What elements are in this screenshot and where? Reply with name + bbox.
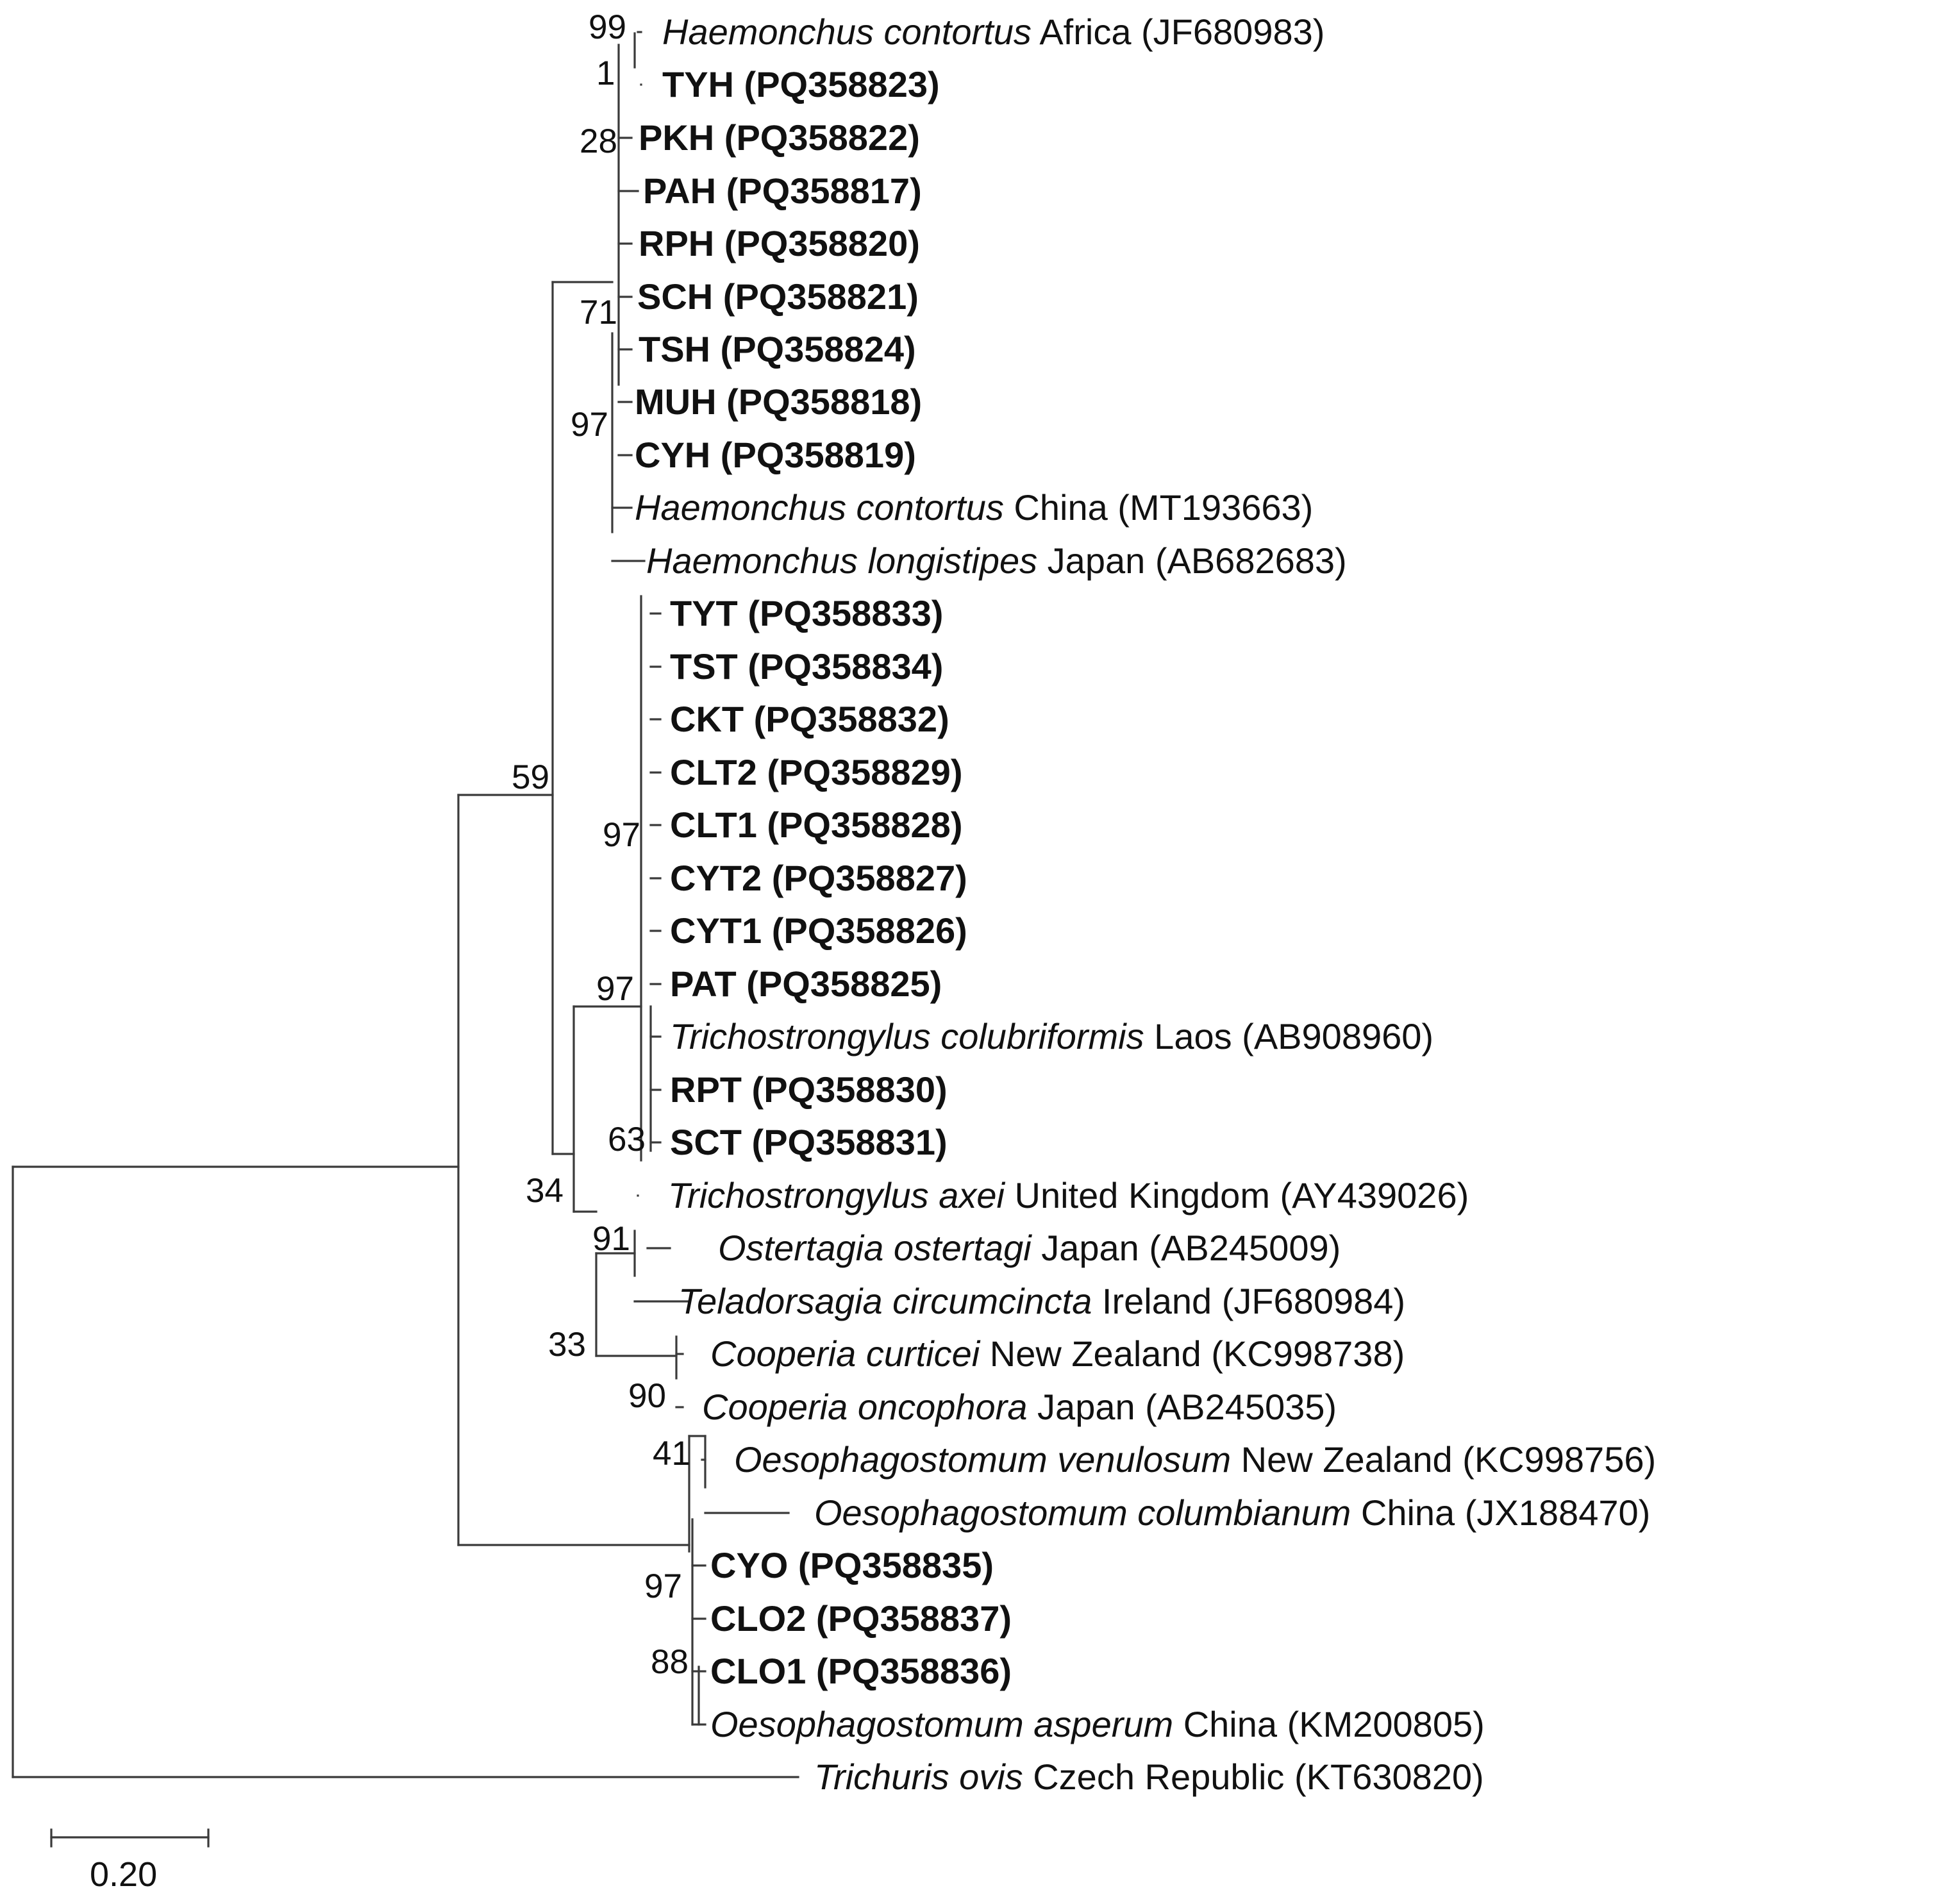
locality-accession: New Zealand (KC998756) xyxy=(1231,1439,1656,1480)
taxon-label: TST (PQ358834) xyxy=(670,646,943,687)
locality-accession: Czech Republic (KT630820) xyxy=(1023,1757,1484,1797)
species-name: Teladorsagia circumcincta xyxy=(678,1281,1092,1321)
taxon-label: Oesophagostomum asperum China (KM200805) xyxy=(710,1704,1485,1744)
bootstrap-value: 33 xyxy=(548,1326,586,1364)
species-name: Trichuris ovis xyxy=(814,1757,1023,1797)
bootstrap-value: 97 xyxy=(644,1567,682,1605)
taxon-label: Trichuris ovis Czech Republic (KT630820) xyxy=(814,1757,1484,1797)
taxon-label: Trichostrongylus colubriformis Laos (AB9… xyxy=(670,1016,1433,1056)
taxon-labels: Haemonchus contortus Africa (JF680983) TY… xyxy=(635,12,1656,1797)
scale-bar-label: 0.20 xyxy=(90,1855,157,1894)
species-name: Oesophagostomum venulosum xyxy=(734,1439,1231,1480)
species-name: Haemonchus contortus xyxy=(662,12,1032,52)
species-name: Trichostrongylus colubriformis xyxy=(670,1016,1144,1056)
taxon-label: Haemonchus contortus Africa (JF680983) xyxy=(662,12,1324,52)
taxon-label: TSH (PQ358824) xyxy=(639,329,916,369)
taxon-label: Cooperia curticei New Zealand (KC998738) xyxy=(710,1333,1405,1374)
taxon-label: TYH (PQ358823) xyxy=(662,64,940,104)
species-name: Oesophagostomum asperum xyxy=(710,1704,1173,1744)
locality-accession: China (JX188470) xyxy=(1351,1492,1650,1533)
taxon-label: Ostertagia ostertagi Japan (AB245009) xyxy=(718,1228,1341,1268)
taxon-label: CYH (PQ358819) xyxy=(635,435,916,475)
taxon-label: TYT (PQ358833) xyxy=(670,593,943,633)
locality-accession: Japan (AB245009) xyxy=(1032,1228,1341,1268)
taxon-label: CLO1 (PQ358836) xyxy=(710,1651,1012,1691)
taxon-label: CLO2 (PQ358837) xyxy=(710,1598,1012,1639)
bootstrap-value: 99 xyxy=(589,8,626,46)
tree-branches xyxy=(12,31,799,1778)
taxon-label: Teladorsagia circumcincta Ireland (JF680… xyxy=(678,1281,1405,1321)
species-name: Trichostrongylus axei xyxy=(668,1175,1006,1215)
locality-accession: China (MT193663) xyxy=(1004,487,1313,528)
taxon-label: Cooperia oncophora Japan (AB245035) xyxy=(702,1387,1337,1427)
bootstrap-value: 63 xyxy=(608,1121,646,1158)
taxon-label: CYT1 (PQ358826) xyxy=(670,910,967,951)
bootstrap-value: 91 xyxy=(592,1220,630,1258)
taxon-label: Trichostrongylus axei United Kingdom (AY… xyxy=(668,1175,1469,1215)
taxon-label: PAT (PQ358825) xyxy=(670,964,942,1004)
bootstrap-value: 97 xyxy=(596,970,634,1008)
taxon-label: Oesophagostomum venulosum New Zealand (K… xyxy=(734,1439,1656,1480)
taxon-label: CLT1 (PQ358828) xyxy=(670,805,962,845)
species-name: Cooperia oncophora xyxy=(702,1387,1027,1427)
bootstrap-value: 97 xyxy=(603,816,640,854)
taxon-label: CKT (PQ358832) xyxy=(670,699,949,739)
species-name: Haemonchus longistipes xyxy=(646,540,1037,581)
bootstrap-value: 97 xyxy=(571,406,608,444)
locality-accession: Africa (JF680983) xyxy=(1032,12,1325,52)
locality-accession: New Zealand (KC998738) xyxy=(980,1333,1405,1374)
taxon-label: MUH (PQ358818) xyxy=(635,381,922,422)
locality-accession: Ireland (JF680984) xyxy=(1092,1281,1405,1321)
taxon-label: RPH (PQ358820) xyxy=(639,223,920,263)
locality-accession: Japan (AB682683) xyxy=(1037,540,1347,581)
taxon-label: Haemonchus longistipes Japan (AB682683) xyxy=(646,540,1347,581)
bootstrap-value: 59 xyxy=(512,758,549,796)
locality-accession: Japan (AB245035) xyxy=(1027,1387,1337,1427)
bootstrap-value: 71 xyxy=(580,294,617,331)
taxon-label: CLT2 (PQ358829) xyxy=(670,752,962,792)
species-name: Haemonchus contortus xyxy=(635,487,1004,528)
taxon-label: SCT (PQ358831) xyxy=(670,1122,948,1162)
taxon-label: PKH (PQ358822) xyxy=(639,117,920,158)
locality-accession: Laos (AB908960) xyxy=(1144,1016,1433,1056)
taxon-label: CYO (PQ358835) xyxy=(710,1545,994,1585)
species-name: Cooperia curticei xyxy=(710,1333,981,1374)
bootstrap-value: 1 xyxy=(596,54,615,92)
taxon-label: Oesophagostomum columbianum China (JX188… xyxy=(814,1492,1650,1533)
scale-bar: 0.20 xyxy=(50,1828,210,1894)
species-name: Ostertagia ostertagi xyxy=(718,1228,1032,1268)
taxon-label: CYT2 (PQ358827) xyxy=(670,858,967,898)
bootstrap-value: 28 xyxy=(580,122,617,160)
species-name: Oesophagostomum columbianum xyxy=(814,1492,1351,1533)
taxon-label: Haemonchus contortus China (MT193663) xyxy=(635,487,1313,528)
bootstrap-value: 34 xyxy=(526,1172,564,1210)
bootstrap-value: 88 xyxy=(651,1643,689,1681)
bootstrap-labels: 99 1 28 71 97 59 97 97 63 34 91 33 90 41 97 88 xyxy=(512,8,690,1681)
locality-accession: United Kingdom (AY439026) xyxy=(1005,1175,1469,1215)
locality-accession: China (KM200805) xyxy=(1173,1704,1485,1744)
taxon-label: PAH (PQ358817) xyxy=(643,171,922,211)
bootstrap-value: 41 xyxy=(653,1435,690,1473)
taxon-label: RPT (PQ358830) xyxy=(670,1069,948,1110)
taxon-label: SCH (PQ358821) xyxy=(637,276,919,317)
bootstrap-value: 90 xyxy=(628,1377,666,1415)
